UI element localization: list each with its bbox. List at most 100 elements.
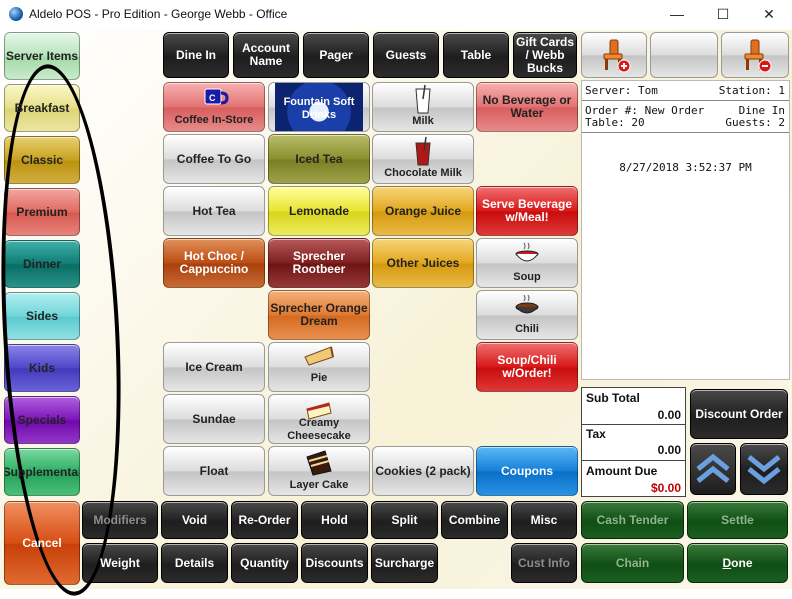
- totals-divider: [582, 424, 685, 425]
- item-chili[interactable]: Chili: [476, 290, 578, 340]
- app-globe-icon: [9, 7, 23, 21]
- settle-button[interactable]: Settle: [687, 501, 788, 539]
- item-coffee-to-go[interactable]: Coffee To Go: [163, 134, 265, 184]
- weight-button[interactable]: Weight: [82, 543, 158, 583]
- item-sprecher-orange-dream[interactable]: Sprecher Orange Dream: [268, 290, 370, 340]
- order-datetime: 8/27/2018 3:52:37 PM: [619, 161, 752, 174]
- server-value: Tom: [637, 84, 658, 97]
- combine-button[interactable]: Combine: [441, 501, 508, 539]
- gift-cards-button[interactable]: Gift Cards / Webb Bucks: [513, 32, 577, 78]
- milk-glass-icon: [415, 85, 431, 114]
- category-kids[interactable]: Kids: [4, 344, 80, 392]
- double-chevron-down-icon: [747, 455, 781, 485]
- item-other-juices[interactable]: Other Juices: [372, 238, 474, 288]
- item-layer-cake[interactable]: Layer Cake: [268, 446, 370, 496]
- order-type: Dine In: [738, 104, 785, 117]
- item-soup[interactable]: Soup: [476, 238, 578, 288]
- chocolate-milk-glass-icon: [415, 137, 431, 166]
- category-supplemental[interactable]: Supplemental: [4, 448, 80, 496]
- item-coffee-in-store[interactable]: C Coffee In-Store: [163, 82, 265, 132]
- station-label: Station:: [718, 84, 772, 97]
- surcharge-button[interactable]: Surcharge: [371, 543, 438, 583]
- details-button[interactable]: Details: [161, 543, 228, 583]
- pos-main-area: Server Items Breakfast Classic Premium D…: [0, 30, 792, 599]
- hold-button[interactable]: Hold: [301, 501, 368, 539]
- discounts-button[interactable]: Discounts: [301, 543, 368, 583]
- remove-seat-button[interactable]: [721, 32, 789, 78]
- soup-bowl-icon: [515, 242, 539, 262]
- item-sundae[interactable]: Sundae: [163, 394, 265, 444]
- item-lemonade[interactable]: Lemonade: [268, 186, 370, 236]
- pager-button[interactable]: Pager: [303, 32, 369, 78]
- seat-blank-button[interactable]: [650, 32, 718, 78]
- quantity-button[interactable]: Quantity: [231, 543, 298, 583]
- split-button[interactable]: Split: [371, 501, 438, 539]
- table-label: Table:: [585, 116, 625, 129]
- discount-order-button[interactable]: Discount Order: [690, 389, 788, 439]
- misc-button[interactable]: Misc: [511, 501, 577, 539]
- guests-label: Guests:: [725, 116, 772, 129]
- server-station-row: Server: Tom Station: 1: [585, 84, 785, 97]
- layer-cake-icon: [306, 450, 332, 476]
- pie-slice-icon: [304, 346, 334, 366]
- item-milk[interactable]: Milk: [372, 82, 474, 132]
- station-value: 1: [778, 84, 785, 97]
- modifiers-button[interactable]: Modifiers: [82, 501, 158, 539]
- category-server-items[interactable]: Server Items: [4, 32, 80, 80]
- item-cookies[interactable]: Cookies (2 pack): [372, 446, 474, 496]
- scroll-up-button[interactable]: [690, 443, 736, 495]
- item-float[interactable]: Float: [163, 446, 265, 496]
- item-serve-beverage[interactable]: Serve Beverage w/Meal!: [476, 186, 578, 236]
- item-chocolate-milk[interactable]: Chocolate Milk: [372, 134, 474, 184]
- minimize-button[interactable]: —: [670, 6, 684, 22]
- maximize-button[interactable]: ☐: [716, 5, 730, 22]
- table-guests-row: Table: 20 Guests: 2: [585, 116, 785, 129]
- category-premium[interactable]: Premium: [4, 188, 80, 236]
- totals-panel: Sub Total 0.00 Tax 0.00 Amount Due $0.00: [581, 387, 686, 497]
- ticket-divider: [582, 100, 789, 101]
- reorder-button[interactable]: Re-Order: [231, 501, 298, 539]
- item-soup-chili-order[interactable]: Soup/Chili w/Order!: [476, 342, 578, 392]
- void-button[interactable]: Void: [161, 501, 228, 539]
- add-seat-button[interactable]: [581, 32, 647, 78]
- item-fountain-soft-drinks[interactable]: Fountain Soft Drinks: [268, 82, 370, 132]
- dine-in-button[interactable]: Dine In: [163, 32, 229, 78]
- cust-info-button[interactable]: Cust Info: [511, 543, 577, 583]
- cash-tender-button[interactable]: Cash Tender: [581, 501, 684, 539]
- category-specials[interactable]: Specials: [4, 396, 80, 444]
- close-button[interactable]: ✕: [763, 5, 775, 22]
- scroll-down-button[interactable]: [740, 443, 788, 495]
- item-sprecher-rootbeer[interactable]: Sprecher Rootbeer: [268, 238, 370, 288]
- done-button[interactable]: Done: [687, 543, 788, 583]
- totals-divider: [582, 460, 685, 461]
- item-hot-choc-cappuccino[interactable]: Hot Choc / Cappuccino: [163, 238, 265, 288]
- chair-remove-icon: [744, 39, 772, 73]
- done-accelerator-key: D: [722, 555, 732, 570]
- item-no-beverage[interactable]: No Beverage or Water: [476, 82, 578, 132]
- order-ticket-panel: Server: Tom Station: 1 Order #: New Orde…: [581, 80, 790, 380]
- window-title: Aldelo POS - Pro Edition - George Webb -…: [29, 7, 288, 21]
- item-orange-juice[interactable]: Orange Juice: [372, 186, 474, 236]
- account-name-button[interactable]: Account Name: [233, 32, 299, 78]
- svg-text:C: C: [209, 93, 216, 103]
- category-breakfast[interactable]: Breakfast: [4, 84, 80, 132]
- tax-value: 0.00: [657, 443, 681, 457]
- category-dinner[interactable]: Dinner: [4, 240, 80, 288]
- subtotal-label: Sub Total: [586, 391, 640, 405]
- item-pie[interactable]: Pie: [268, 342, 370, 392]
- item-creamy-cheesecake[interactable]: Creamy Cheesecake: [268, 394, 370, 444]
- category-sides[interactable]: Sides: [4, 292, 80, 340]
- guests-value: 2: [778, 116, 785, 129]
- table-value: 20: [631, 116, 645, 129]
- cancel-button[interactable]: Cancel: [4, 501, 80, 585]
- order-number-row: Order #: New Order Dine In: [585, 104, 785, 117]
- item-hot-tea[interactable]: Hot Tea: [163, 186, 265, 236]
- guests-button[interactable]: Guests: [373, 32, 439, 78]
- item-ice-cream[interactable]: Ice Cream: [163, 342, 265, 392]
- order-number-value: New Order: [644, 104, 705, 117]
- table-button[interactable]: Table: [443, 32, 509, 78]
- coupons-button[interactable]: Coupons: [476, 446, 578, 496]
- item-iced-tea[interactable]: Iced Tea: [268, 134, 370, 184]
- chain-button[interactable]: Chain: [581, 543, 684, 583]
- category-classic[interactable]: Classic: [4, 136, 80, 184]
